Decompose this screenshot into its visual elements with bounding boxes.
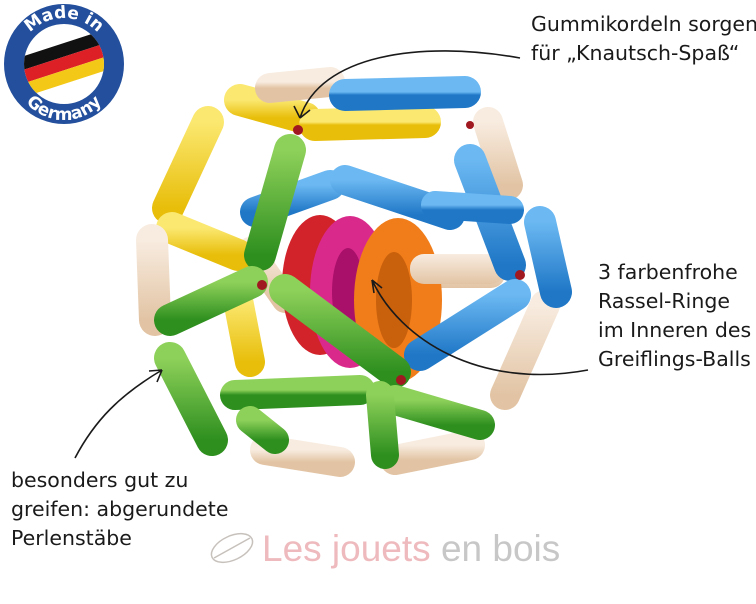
annotation-line: Perlenstäbe: [11, 526, 132, 550]
leaf-icon: [210, 532, 254, 564]
watermark-rest: en bois: [430, 528, 561, 569]
annotation-line: Rassel-Ringe: [598, 289, 730, 313]
made-in-germany-badge: Made in Germany: [4, 3, 124, 125]
arrow-top: [299, 50, 521, 119]
annotation-line: 3 farbenfrohe: [598, 260, 738, 284]
annotation-line: im Inneren des: [598, 318, 752, 342]
annotation-line: Greiflings-Balls: [598, 347, 751, 371]
annotation-line: besonders gut zu: [11, 468, 189, 492]
german-flag-icon: [24, 24, 104, 102]
cord-joints: [257, 121, 525, 385]
watermark-first: Les jouets: [262, 528, 431, 569]
annotation-rubber-cords: Gummikordeln sorgen für „Knautsch-Spaß“: [531, 10, 756, 68]
arrow-right: [371, 279, 589, 376]
annotation-arrows: [74, 50, 589, 459]
annotation-rattle-rings: 3 farbenfrohe Rassel-Ringe im Inneren de…: [598, 258, 751, 374]
annotation-rounded-rods: besonders gut zu greifen: abgerundete Pe…: [11, 466, 228, 553]
toy-front-rods: [136, 67, 572, 477]
arrow-left: [74, 369, 163, 459]
annotation-line: Gummikordeln sorgen: [531, 12, 756, 36]
annotation-line: für „Knautsch-Spaß“: [531, 41, 740, 65]
watermark: Les jouets en bois: [262, 528, 560, 570]
annotation-line: greifen: abgerundete: [11, 497, 229, 521]
